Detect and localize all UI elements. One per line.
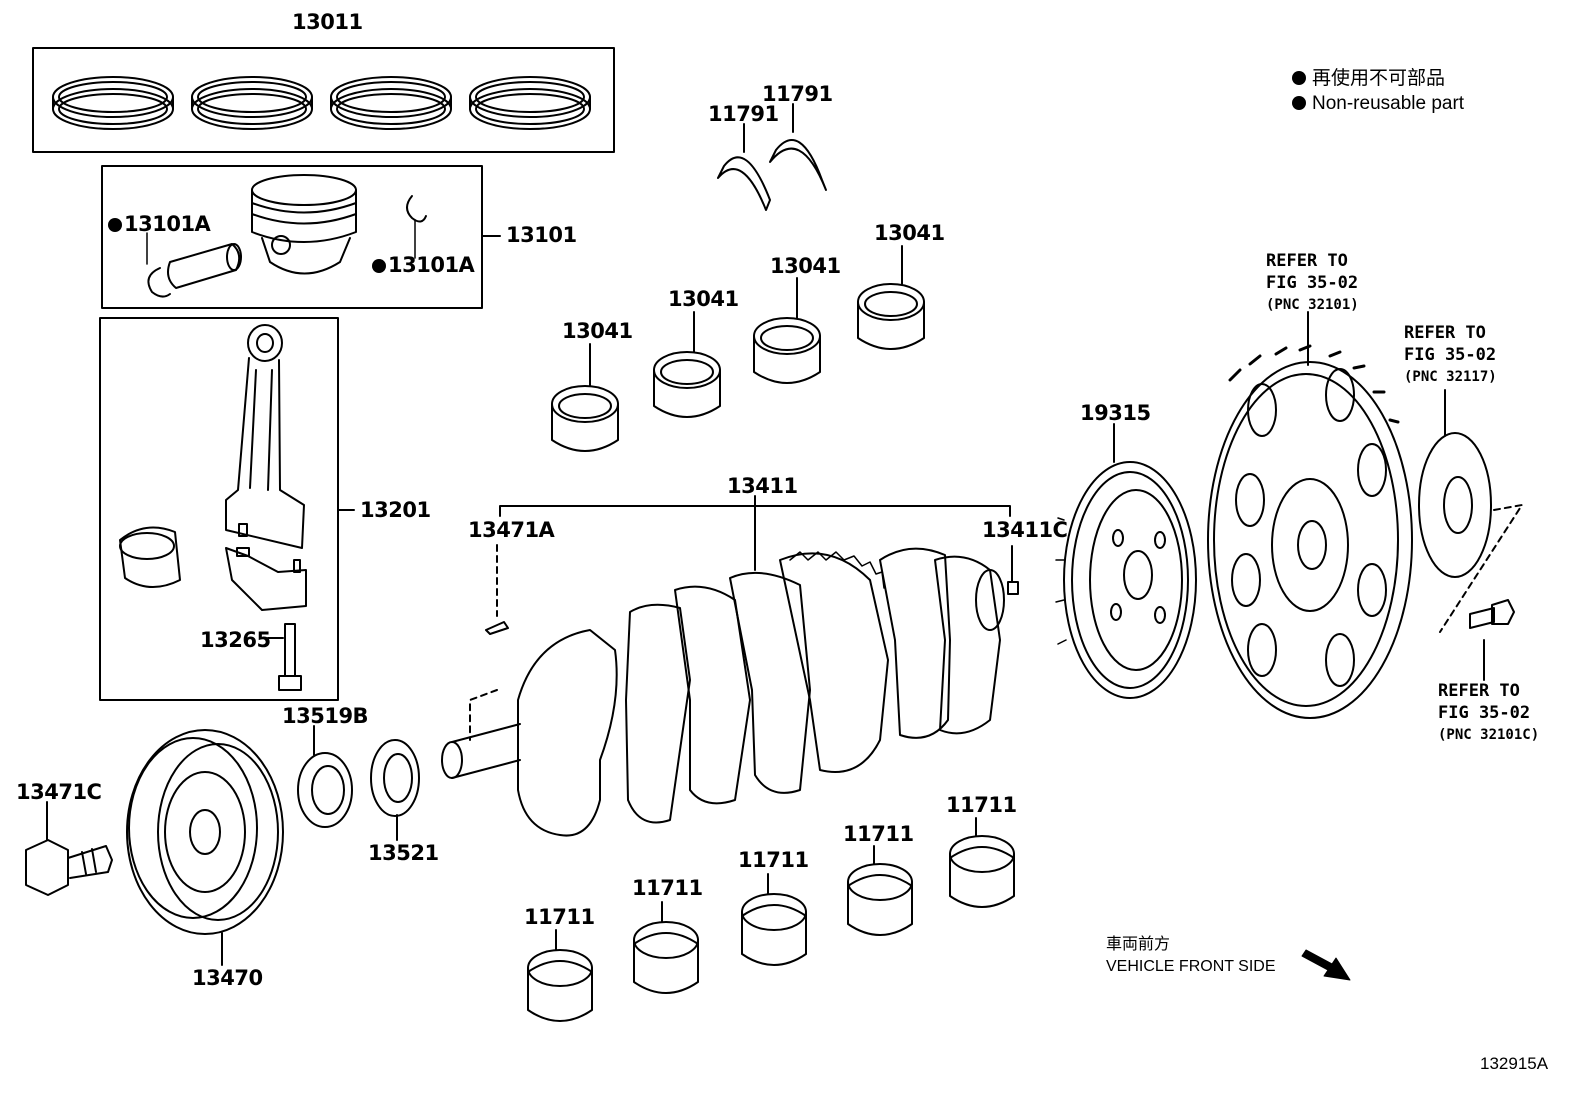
drive-plate-spacer xyxy=(1418,389,1492,578)
label-13471c: 13471C xyxy=(16,780,102,804)
label-13265: 13265 xyxy=(200,628,271,652)
label-13041-4: 13041 xyxy=(874,221,945,245)
label-13101a-left-text: 13101A xyxy=(124,212,211,236)
label-13470: 13470 xyxy=(192,966,263,990)
reference-note-32101c-line3: (PNC 32101C) xyxy=(1438,727,1540,743)
label-13101: 13101 xyxy=(506,223,577,247)
reference-note-32117-line1: REFER TO xyxy=(1404,323,1486,343)
label-13101a-left: 13101A xyxy=(108,212,211,236)
reference-note-32117: REFER TO FIG 35-02 (PNC 32117) xyxy=(1404,322,1497,388)
reference-note-32101-line2: FIG 35-02 xyxy=(1266,273,1359,293)
vehicle-front-arrow xyxy=(1301,949,1351,981)
label-11791-left: 11791 xyxy=(708,102,779,126)
signal-plate xyxy=(1055,423,1197,699)
crankshaft xyxy=(441,495,1019,837)
label-11791-right: 11791 xyxy=(762,82,833,106)
label-13041-1: 13041 xyxy=(562,319,633,343)
label-13471a: 13471A xyxy=(468,518,555,542)
label-11711-5: 11711 xyxy=(946,793,1017,817)
thrust-washers xyxy=(717,103,827,211)
reference-note-32101c: REFER TO FIG 35-02 (PNC 32101C) xyxy=(1438,680,1539,746)
timing-sprockets xyxy=(297,725,420,841)
label-13101a-right: 13101A xyxy=(372,253,475,277)
connecting-rod-assembly xyxy=(99,317,355,701)
non-reusable-dot-icon xyxy=(108,218,122,232)
piston-assembly xyxy=(101,165,501,309)
label-13041-3: 13041 xyxy=(770,254,841,278)
reference-note-32101c-line2: FIG 35-02 xyxy=(1438,703,1531,723)
label-11711-3: 11711 xyxy=(738,848,809,872)
figure-id: 132915A xyxy=(1480,1054,1549,1073)
label-13011: 13011 xyxy=(292,10,363,34)
legend: 再使用不可部品 Non-reusable part xyxy=(1292,66,1464,116)
label-19315: 19315 xyxy=(1080,401,1151,425)
piston-ring-set xyxy=(32,47,615,153)
label-13521: 13521 xyxy=(368,841,439,865)
lower-main-bearings xyxy=(527,817,1015,1022)
drive-plate xyxy=(1207,311,1413,719)
non-reusable-dot-icon xyxy=(1292,96,1306,110)
upper-main-bearings xyxy=(551,245,925,452)
reference-note-32101c-line1: REFER TO xyxy=(1438,681,1520,701)
legend-text-english: Non-reusable part xyxy=(1312,93,1465,114)
pulley-bolt xyxy=(25,801,113,896)
label-13201: 13201 xyxy=(360,498,431,522)
label-11711-2: 11711 xyxy=(632,876,703,900)
reference-note-32117-line3: (PNC 32117) xyxy=(1404,369,1497,385)
non-reusable-dot-icon xyxy=(372,259,386,273)
reference-note-32101-line3: (PNC 32101) xyxy=(1266,297,1359,313)
label-13411c: 13411C xyxy=(982,518,1068,542)
reference-note-32117-line2: FIG 35-02 xyxy=(1404,345,1497,365)
label-13041-2: 13041 xyxy=(668,287,739,311)
crankshaft-pulley xyxy=(126,729,284,966)
legend-line-japanese: 再使用不可部品 xyxy=(1292,66,1464,91)
label-13101a-right-text: 13101A xyxy=(388,253,475,277)
vehicle-front-side-label: 車両前方 VEHICLE FRONT SIDE xyxy=(1106,934,1276,978)
label-11711-4: 11711 xyxy=(843,822,914,846)
reference-note-32101: REFER TO FIG 35-02 (PNC 32101) xyxy=(1266,250,1359,316)
legend-text-japanese: 再使用不可部品 xyxy=(1312,68,1446,89)
non-reusable-dot-icon xyxy=(1292,71,1306,85)
label-11711-1: 11711 xyxy=(524,905,595,929)
vehicle-front-side-english: VEHICLE FRONT SIDE xyxy=(1106,958,1276,975)
reference-note-32101-line1: REFER TO xyxy=(1266,251,1348,271)
drive-plate-bolt xyxy=(1439,504,1523,681)
label-13519b: 13519B xyxy=(282,704,369,728)
vehicle-front-side-japanese: 車両前方 xyxy=(1106,936,1171,953)
label-13411: 13411 xyxy=(727,474,798,498)
legend-line-english: Non-reusable part xyxy=(1292,91,1464,116)
